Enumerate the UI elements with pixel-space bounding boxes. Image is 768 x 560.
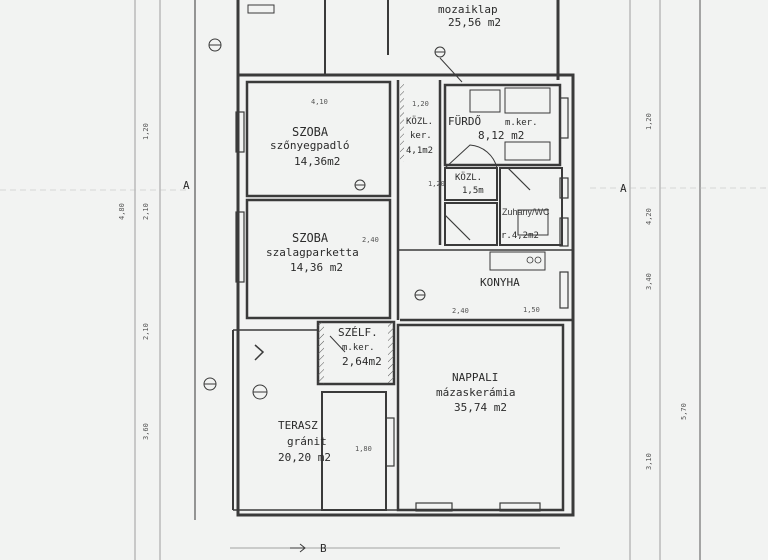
dimension-label: 1,20 (428, 180, 445, 188)
szel-name: SZÉLF. (338, 326, 378, 339)
dimension-label: 3,40 (645, 273, 653, 290)
furdo-surface: m.ker. (505, 118, 538, 128)
szel-area: 2,64m2 (342, 355, 382, 368)
nappali-area: 35,74 m2 (454, 401, 507, 414)
dimension-label: 2,40 (362, 236, 379, 244)
dimension-label: 1,80 (355, 445, 372, 453)
nappali-name: NAPPALI (452, 371, 499, 384)
kozl2-name: KÖZL. (455, 173, 483, 183)
dimension-label: 1,50 (523, 306, 540, 314)
room1-area: 14,36m2 (294, 155, 341, 168)
kozl1-name: KÖZL. (406, 117, 434, 127)
dimension-label: 3,10 (645, 453, 653, 470)
kozl1-area: 4,1m2 (406, 146, 434, 156)
hall-area: 25,56 m2 (448, 16, 501, 29)
terasz-name: TERASZ (278, 419, 318, 432)
section-mark-a-left: A (183, 179, 190, 192)
room2-surface: szalagparketta (266, 246, 359, 259)
dimension-label: 4,20 (645, 208, 653, 225)
dimension-label: 3,60 (142, 423, 150, 440)
furdo-name: FÜRDŐ (448, 115, 482, 128)
nappali-surface: mázaskerámia (436, 386, 516, 399)
dimension-label: 2,10 (142, 203, 150, 220)
room2-area: 14,36 m2 (290, 261, 343, 274)
room2-name: SZOBA (292, 231, 329, 245)
dimension-label: 1,20 (645, 113, 653, 130)
dimension-label: 1,20 (142, 123, 150, 140)
kozl2-area: 1,5m (462, 186, 484, 196)
wc-area: r.4,2m2 (501, 231, 539, 241)
terasz-area: 20,20 m2 (278, 451, 331, 464)
dimension-label: 5,70 (680, 403, 688, 420)
hall-surface: mozaiklap (438, 3, 498, 16)
dimension-label: 2,10 (142, 323, 150, 340)
dimension-label: 4,10 (311, 98, 328, 106)
furdo-area: 8,12 m2 (478, 129, 525, 142)
dimension-label: 2,40 (452, 307, 469, 315)
konyha-name: KONYHA (480, 276, 520, 289)
section-mark-b: B (320, 542, 327, 555)
kozl1-line2: ker. (410, 131, 432, 141)
shower-wc-label: Zuhany/WC (502, 207, 550, 217)
room1-name: SZOBA (292, 125, 329, 139)
section-mark-a-right: A (620, 182, 627, 195)
dimension-label: 4,80 (118, 203, 126, 220)
szel-surface: m.ker. (342, 343, 375, 353)
room1-surface: szőnyegpadló (270, 139, 350, 152)
terasz-surface: gránit (287, 435, 327, 448)
dimension-label: 1,20 (412, 100, 429, 108)
